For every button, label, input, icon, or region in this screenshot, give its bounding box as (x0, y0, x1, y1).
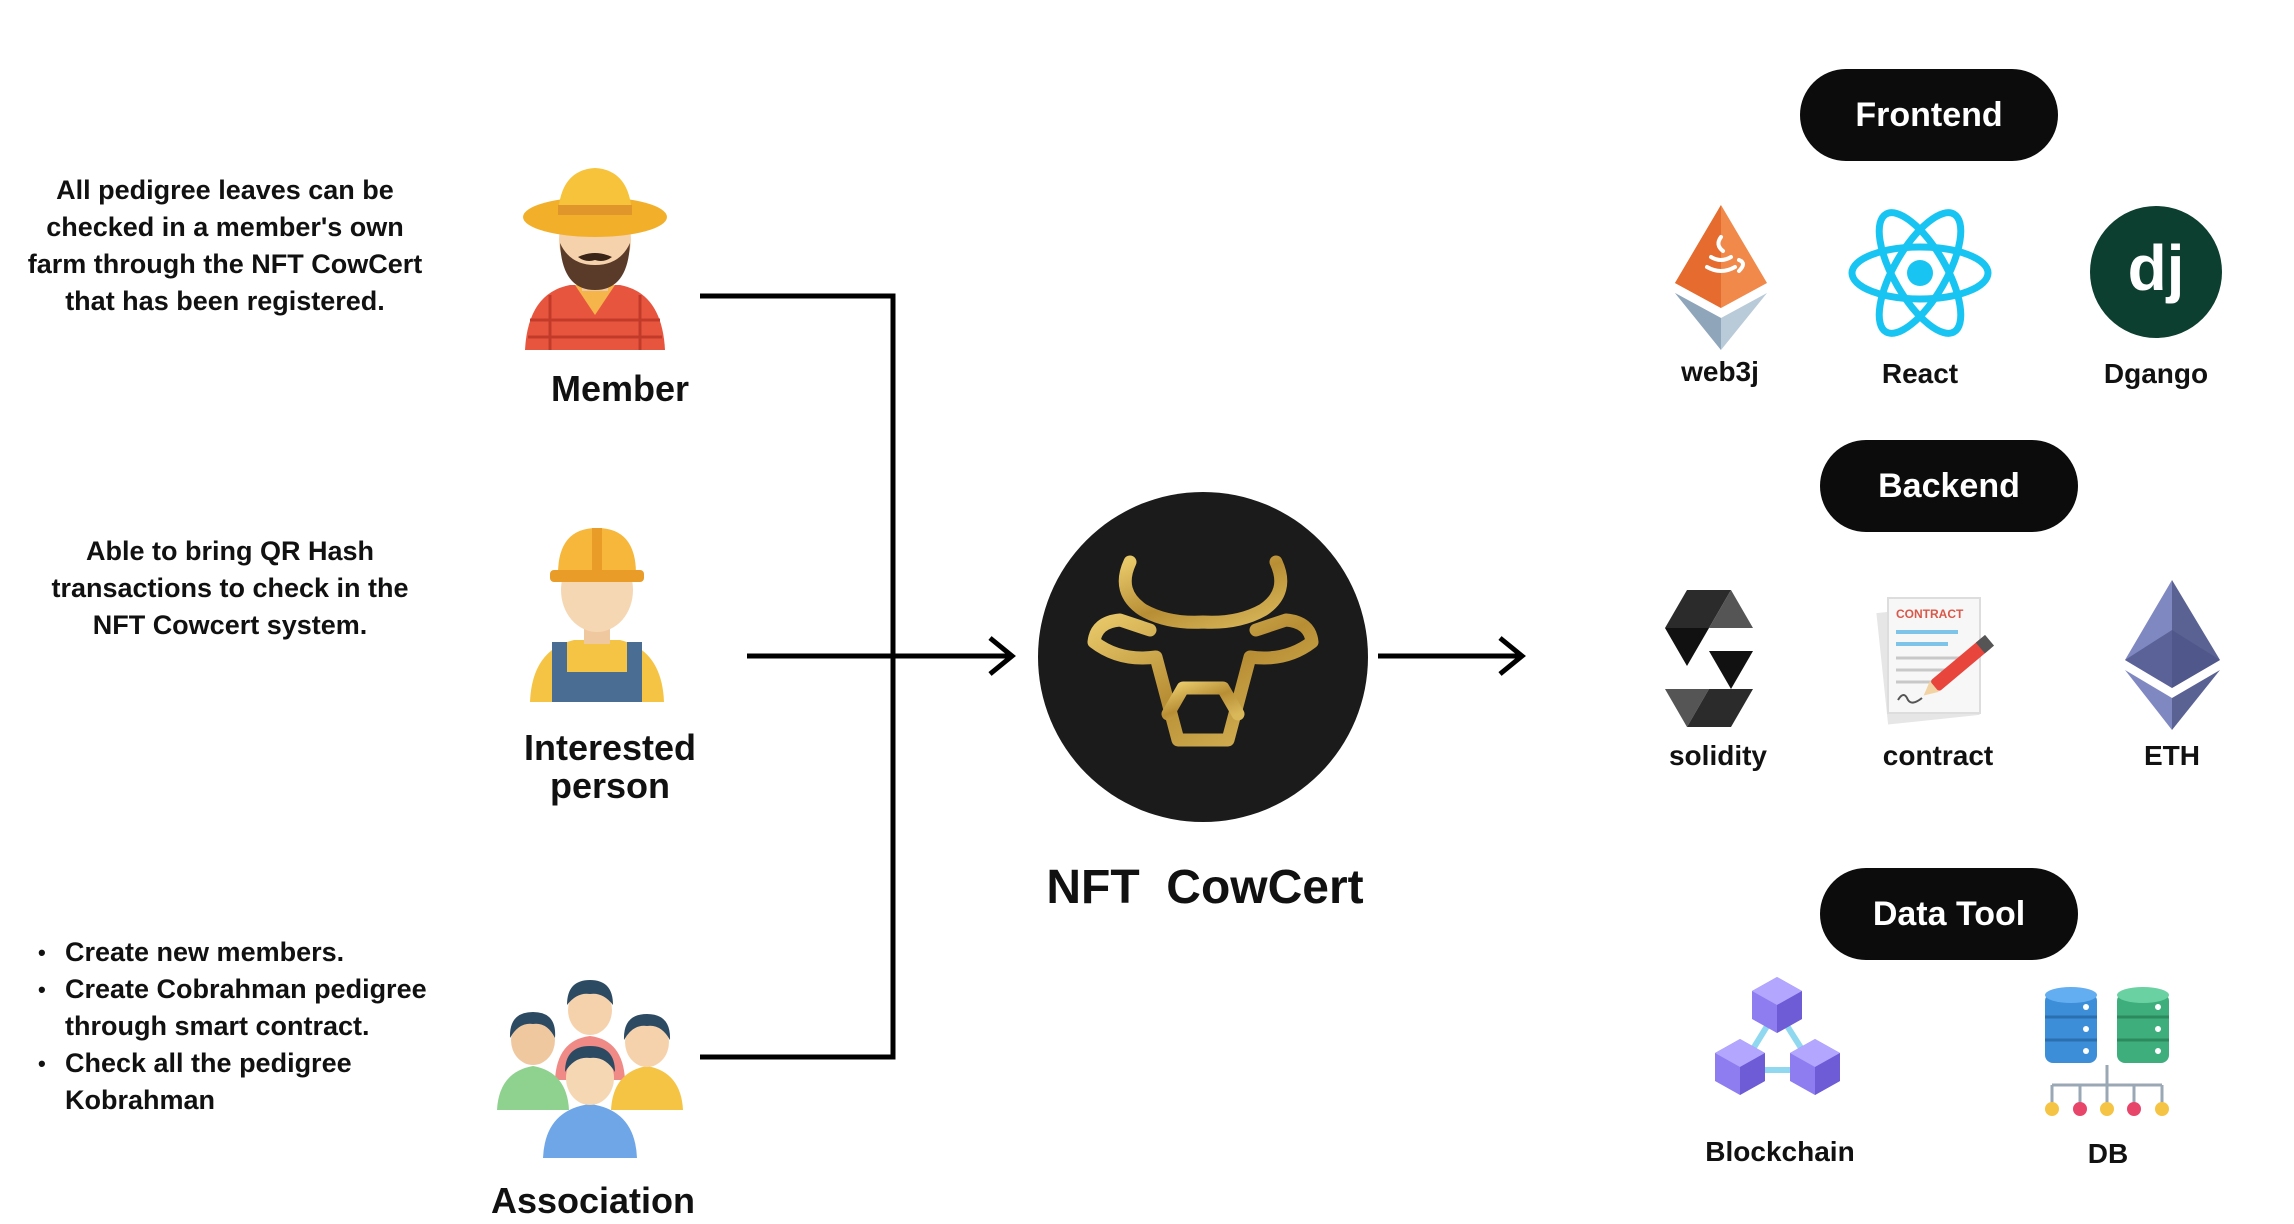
react-icon (1848, 209, 1992, 337)
association-label: Association (490, 1180, 696, 1221)
arrow-head-left (988, 636, 1016, 676)
association-description: Create new members. Create Cobrahman ped… (38, 934, 458, 1119)
svg-text:dj: dj (2128, 232, 2185, 304)
worker-icon (530, 528, 664, 702)
solidity-icon (1665, 590, 1753, 727)
django-label: Dgango (2103, 358, 2209, 389)
group-icon (497, 980, 683, 1158)
data-tool-pill: Data Tool (1820, 868, 2078, 960)
member-connector (700, 293, 896, 1060)
db-label: DB (2087, 1138, 2129, 1169)
django-icon: dj (2090, 206, 2222, 338)
blockchain-cubes-icon (1715, 977, 1840, 1095)
database-icon (2045, 987, 2169, 1116)
interested-person-description: Able to bring QR Hash transactions to ch… (51, 536, 409, 640)
arrow-head-right (1498, 636, 1526, 676)
association-bullet: Create new members. (38, 934, 458, 971)
association-bullet: Create Cobrahman pedigree through smart … (38, 971, 458, 1045)
interested-person-label: Interested person (523, 727, 697, 806)
web3j-java-icon (1675, 205, 1767, 350)
ethereum-icon (2125, 580, 2220, 730)
farmer-icon (523, 168, 667, 350)
react-label: React (1881, 358, 1959, 389)
member-label: Member (550, 368, 690, 409)
blockchain-label: Blockchain (1705, 1136, 1855, 1167)
frontend-pill: Frontend (1800, 69, 2058, 161)
backend-pill: Backend (1820, 440, 2078, 532)
solidity-label: solidity (1668, 740, 1767, 771)
cowcert-logo (1038, 492, 1368, 822)
member-description: All pedigree leaves can be checked in a … (27, 175, 423, 316)
svg-text:CONTRACT: CONTRACT (1896, 607, 1964, 621)
contract-label: contract (1882, 740, 1994, 771)
association-bullet: Check all the pedigree Kobrahman (38, 1045, 458, 1119)
web3j-label: web3j (1681, 356, 1759, 387)
contract-document-icon: CONTRACT (1876, 597, 1995, 725)
eth-label: ETH (2144, 740, 2200, 771)
center-title: NFT CowCert (1046, 861, 1364, 914)
